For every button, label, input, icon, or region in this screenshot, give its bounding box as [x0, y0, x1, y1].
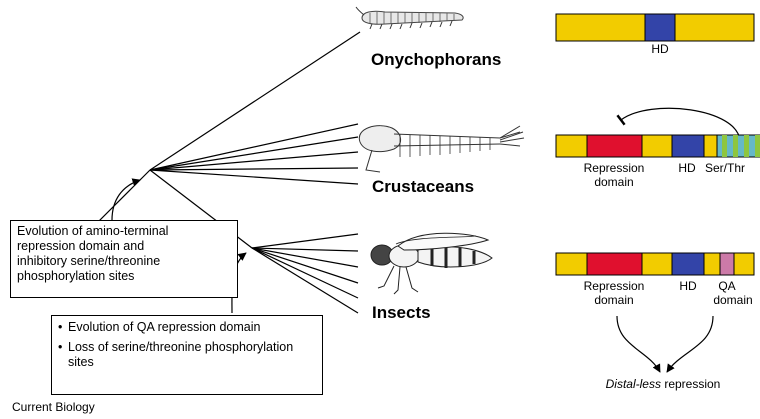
- qa-domain: [720, 253, 734, 275]
- bullet-text: Evolution of QA repression domain: [68, 320, 260, 335]
- onychophorans-label: Onychophorans: [371, 50, 501, 69]
- bullet: •: [58, 320, 68, 335]
- insect-branch: [252, 248, 358, 298]
- repression-domain: [587, 253, 642, 275]
- crustacean-branch: [150, 168, 358, 170]
- crustacean-branch: [150, 170, 358, 184]
- insect-branch: [252, 234, 358, 248]
- qa-label-line1: QA: [718, 279, 735, 293]
- crustacean-branch: [150, 152, 358, 170]
- annotation-arrow-crustacean-node: [112, 180, 140, 220]
- repression-label-line1: Repression: [584, 279, 645, 293]
- bullet-item: • Evolution of QA repression domain: [58, 320, 316, 335]
- onychophoran-protein-schematic: [556, 14, 754, 41]
- box1-line: repression domain and: [17, 239, 231, 254]
- hd-label: HD: [678, 161, 696, 175]
- homeodomain: [672, 135, 704, 157]
- bullet: •: [58, 340, 68, 370]
- annotation-box-qa-evolution: • Evolution of QA repression domain • Lo…: [51, 315, 323, 395]
- bullet-text: Loss of serine/threonine phosphorylation…: [68, 340, 316, 370]
- crustacean-drawing: [359, 126, 524, 172]
- hd-label: HD: [679, 279, 697, 293]
- onychophoran-drawing: [356, 7, 463, 29]
- box1-line: inhibitory serine/threonine: [17, 254, 231, 269]
- crustacean-branch: [150, 137, 358, 170]
- repression-label-line2: domain: [594, 175, 633, 189]
- homeodomain: [672, 253, 704, 275]
- fly-drawing: [371, 233, 492, 294]
- convergence-arrow-qa: [667, 316, 713, 372]
- journal-footer: Current Biology: [12, 400, 95, 414]
- qa-label-line2: domain: [713, 293, 752, 307]
- box1-line: phosphorylation sites: [17, 269, 231, 284]
- annotation-box-repression-evolution: Evolution of amino-terminal repression d…: [10, 220, 238, 298]
- insect-protein-schematic: [556, 253, 754, 275]
- crustaceans-label: Crustaceans: [372, 177, 474, 196]
- ser-thr-phosphorylation-sites: [717, 135, 760, 157]
- repression-label-line1: Repression: [584, 161, 645, 175]
- convergence-arrow-repression: [617, 316, 660, 372]
- box1-line: Evolution of amino-terminal: [17, 224, 231, 239]
- hd-label: HD: [651, 42, 669, 56]
- homeodomain: [645, 14, 675, 41]
- repression-domain: [587, 135, 642, 157]
- repression-label-line2: domain: [594, 293, 633, 307]
- crustacean-branch: [150, 124, 358, 170]
- bullet-item: • Loss of serine/threonine phosphorylati…: [58, 340, 316, 370]
- distal-less-repression-label: Distal-less repression: [606, 377, 721, 391]
- crustacean-protein-schematic: [556, 135, 760, 157]
- branch-onychophorans: [150, 32, 360, 170]
- insect-branch: [252, 248, 358, 283]
- insects-label: Insects: [372, 303, 431, 322]
- ser-thr-label: Ser/Thr: [705, 161, 745, 175]
